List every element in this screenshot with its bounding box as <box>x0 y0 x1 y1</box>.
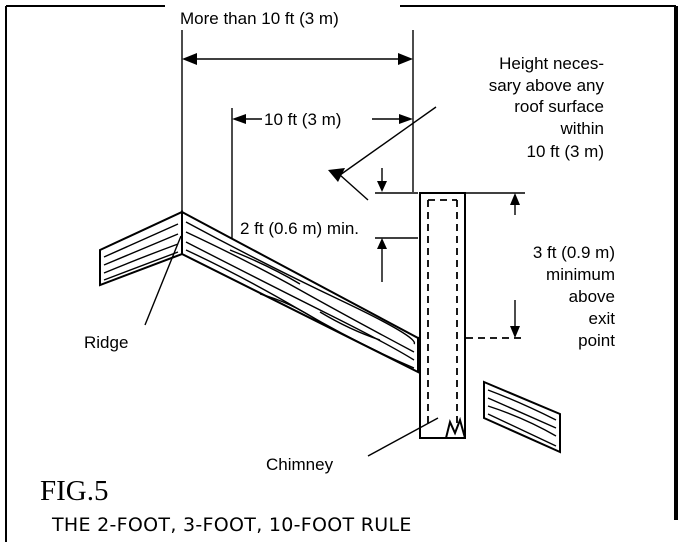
height-note: Height neces- sary above any roof surfac… <box>489 54 605 161</box>
height-note-line: Height neces- <box>499 54 604 73</box>
lower-roof <box>483 380 561 454</box>
more-than-10ft-label: More than 10 ft (3 m) <box>180 9 339 28</box>
three-ft-note-line: exit <box>589 309 616 328</box>
height-note-line: roof surface <box>514 97 604 116</box>
ten-ft-label: 10 ft (3 m) <box>264 110 341 129</box>
ten-ft-dimension <box>231 108 413 238</box>
three-ft-note-line: point <box>578 331 615 350</box>
three-ft-note-line: above <box>569 287 615 306</box>
height-note-line: within <box>560 119 604 138</box>
height-note-line: sary above any <box>489 76 605 95</box>
ridge-label: Ridge <box>84 333 128 352</box>
chimney-label: Chimney <box>266 455 334 474</box>
figure-number: FIG.5 <box>40 475 108 507</box>
more-than-10ft-dimension <box>181 30 414 212</box>
three-ft-note: 3 ft (0.9 m) minimum above exit point <box>533 243 615 350</box>
height-note-line: 10 ft (3 m) <box>527 142 604 161</box>
roof <box>99 210 429 374</box>
three-ft-note-line: minimum <box>546 265 615 284</box>
two-ft-dimension <box>375 168 418 282</box>
diagram-frame <box>5 5 678 542</box>
height-note-leader <box>328 106 437 201</box>
chimney-leader <box>367 417 439 457</box>
ridge-leader <box>144 235 182 326</box>
two-ft-min-label: 2 ft (0.6 m) min. <box>240 219 359 238</box>
figure-title: THE 2-FOOT, 3-FOOT, 10-FOOT RULE <box>51 514 412 536</box>
three-ft-note-line: 3 ft (0.9 m) <box>533 243 615 262</box>
chimney <box>419 192 466 439</box>
